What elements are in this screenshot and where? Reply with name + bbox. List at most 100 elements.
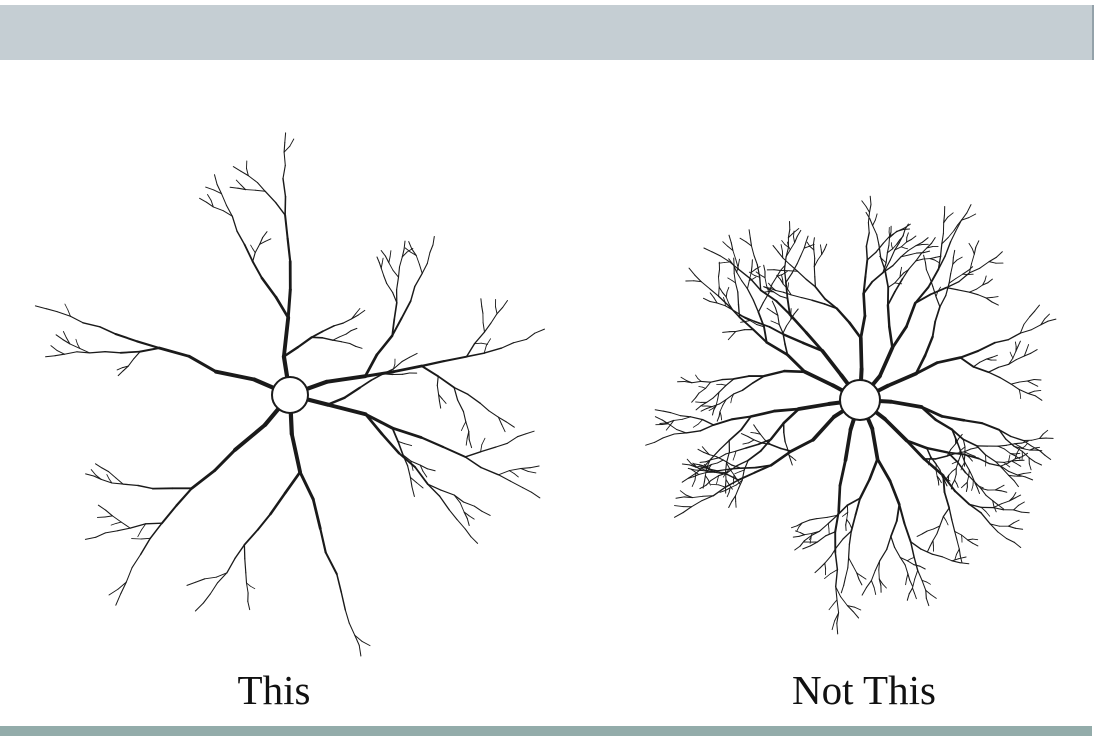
primary-branch xyxy=(719,270,720,277)
primary-branch xyxy=(723,242,728,247)
primary-branch xyxy=(911,558,914,559)
primary-branch xyxy=(885,270,888,287)
primary-branch xyxy=(974,362,980,367)
primary-branch xyxy=(499,471,510,475)
primary-branch xyxy=(907,559,910,561)
primary-branch xyxy=(945,242,950,256)
primary-branch xyxy=(693,496,703,497)
primary-branch xyxy=(895,277,900,283)
primary-branch xyxy=(482,306,483,313)
primary-branch xyxy=(535,329,545,333)
primary-branch xyxy=(865,260,867,277)
primary-branch xyxy=(760,434,765,440)
primary-branch xyxy=(731,398,732,403)
primary-branch xyxy=(288,238,291,261)
primary-branch xyxy=(836,539,843,548)
primary-branch xyxy=(402,357,409,361)
primary-branch xyxy=(812,300,825,304)
primary-branch xyxy=(691,417,703,420)
primary-branch xyxy=(749,230,750,238)
primary-branch xyxy=(719,454,726,458)
primary-branch xyxy=(440,496,450,510)
primary-branch xyxy=(96,464,102,468)
primary-branch xyxy=(150,523,162,538)
primary-branch xyxy=(878,459,891,481)
primary-branch xyxy=(265,191,276,202)
primary-branch xyxy=(227,558,235,572)
primary-branch xyxy=(725,262,730,263)
primary-branch xyxy=(825,556,831,563)
primary-branch xyxy=(390,251,391,257)
primary-branch xyxy=(327,376,366,382)
primary-branch xyxy=(707,406,712,407)
primary-branch xyxy=(1035,447,1040,448)
primary-branch xyxy=(926,598,929,605)
primary-branch xyxy=(35,306,46,309)
primary-branch xyxy=(914,556,918,570)
primary-branch xyxy=(738,292,739,305)
primary-branch xyxy=(443,447,465,457)
primary-branch xyxy=(949,508,952,520)
primary-branch xyxy=(717,480,718,484)
primary-branch xyxy=(674,419,683,420)
primary-branch xyxy=(389,257,390,263)
primary-branch xyxy=(1036,396,1042,400)
primary-branch xyxy=(784,433,785,442)
primary-branch xyxy=(764,265,765,271)
primary-branch xyxy=(137,341,159,348)
primary-branch xyxy=(866,581,871,588)
primary-branch xyxy=(387,284,393,293)
primary-branch xyxy=(283,165,285,178)
primary-branch xyxy=(946,283,949,295)
primary-branch xyxy=(419,264,422,273)
primary-branch xyxy=(810,542,817,546)
primary-branch xyxy=(850,323,861,338)
primary-branch xyxy=(1001,491,1007,492)
primary-branch xyxy=(698,379,701,382)
primary-branch xyxy=(986,297,992,298)
primary-branch xyxy=(530,466,539,468)
primary-branch xyxy=(1014,481,1018,487)
primary-branch xyxy=(842,514,845,516)
primary-branch xyxy=(1011,436,1024,440)
primary-branch xyxy=(796,531,801,533)
primary-branch xyxy=(466,438,467,445)
primary-branch xyxy=(890,250,895,260)
primary-branch xyxy=(704,298,711,301)
primary-branch xyxy=(469,516,474,519)
primary-branch xyxy=(844,578,846,586)
primary-branch xyxy=(507,437,517,444)
primary-branch xyxy=(837,600,839,613)
primary-branch xyxy=(1014,505,1019,510)
primary-branch xyxy=(893,231,897,234)
primary-branch xyxy=(90,352,105,353)
primary-branch xyxy=(464,412,466,422)
primary-branch xyxy=(872,273,883,282)
primary-branch xyxy=(814,267,815,277)
primary-branch xyxy=(1035,462,1042,465)
primary-branch xyxy=(526,333,534,339)
primary-branch xyxy=(85,537,95,539)
primary-branch xyxy=(802,520,809,523)
caption-not-this: Not This xyxy=(792,670,936,711)
primary-branch xyxy=(1021,512,1029,513)
primary-branch xyxy=(933,534,937,541)
primary-branch xyxy=(781,245,782,252)
primary-branch xyxy=(253,253,256,262)
primary-branch xyxy=(253,262,262,278)
primary-branch xyxy=(943,517,946,521)
primary-branch xyxy=(1031,350,1037,354)
primary-branch xyxy=(845,568,847,578)
primary-branch xyxy=(888,283,895,288)
primary-branch xyxy=(743,443,749,444)
primary-branch xyxy=(485,323,492,332)
primary-branch xyxy=(978,488,980,493)
primary-branch xyxy=(783,326,787,333)
primary-branch xyxy=(1027,345,1029,351)
primary-branch xyxy=(900,272,901,277)
primary-branch xyxy=(743,383,754,391)
primary-branch xyxy=(1005,449,1011,453)
primary-branch xyxy=(705,476,708,481)
primary-branch xyxy=(930,259,934,260)
primary-branch xyxy=(910,580,913,586)
